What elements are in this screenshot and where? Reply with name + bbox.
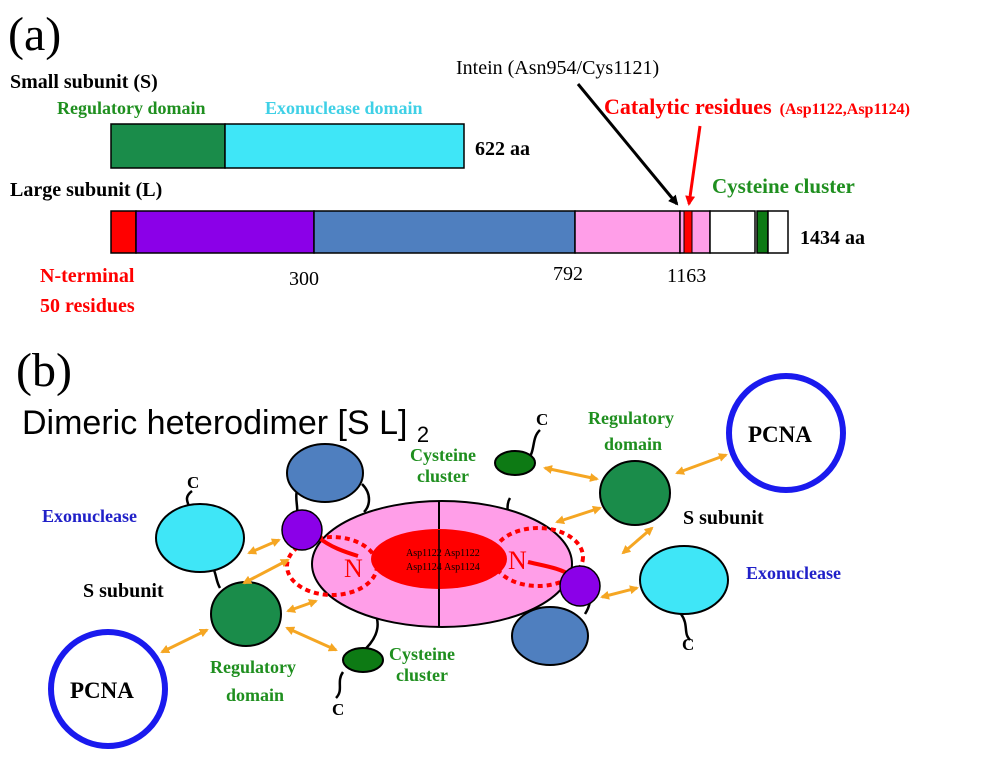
right-steel-blue-domain bbox=[511, 606, 589, 666]
intein-label: Intein (Asn954/Cys1121) bbox=[456, 57, 659, 79]
right-exonuclease-domain bbox=[639, 545, 729, 615]
left-exonuclease-domain bbox=[155, 503, 245, 573]
right-n-label: N bbox=[508, 546, 527, 575]
left-steel-blue-domain bbox=[286, 443, 364, 503]
large-end-segment bbox=[767, 210, 789, 254]
catalytic-arrow bbox=[685, 125, 702, 206]
tick-300: 300 bbox=[289, 268, 319, 290]
catalytic-residue-mark bbox=[683, 210, 693, 254]
left-cysteine-label-1: Cysteine bbox=[389, 644, 455, 664]
large-white-segment bbox=[709, 210, 756, 254]
small-exonuclease-segment bbox=[224, 123, 465, 169]
right-c-term-cys: C bbox=[536, 410, 548, 429]
cysteine-cluster-label: Cysteine cluster bbox=[712, 174, 855, 198]
left-regulatory-domain bbox=[210, 581, 282, 647]
right-regulatory-domain bbox=[599, 460, 671, 526]
left-regulatory-label-1: Regulatory bbox=[210, 657, 296, 677]
large-purple-segment bbox=[135, 210, 315, 254]
cysteine-cluster-mark bbox=[756, 210, 769, 254]
panel-b-title-main: Dimeric heterodimer [S L] bbox=[22, 404, 407, 442]
right-cysteine-label-2: cluster bbox=[417, 466, 469, 486]
panel-b-label: (b) bbox=[16, 344, 72, 397]
left-pcna-label: PCNA bbox=[70, 678, 134, 703]
large-subunit-bar bbox=[110, 210, 789, 254]
right-c-term-exo: C bbox=[682, 635, 694, 654]
right-regulatory-label-1: Regulatory bbox=[588, 408, 674, 428]
right-nterm-dashed-ring bbox=[491, 526, 585, 588]
tick-792: 792 bbox=[553, 263, 583, 285]
right-cysteine-cluster bbox=[494, 450, 536, 476]
right-regulatory-label-2: domain bbox=[604, 434, 662, 454]
panel-a-label: (a) bbox=[8, 8, 61, 61]
asp1124-left: Asp1124 bbox=[406, 562, 442, 573]
large-blue-segment bbox=[313, 210, 576, 254]
large-subunit-length: 1434 aa bbox=[800, 227, 865, 249]
tick-1163: 1163 bbox=[667, 265, 706, 287]
left-c-term-cys: C bbox=[332, 700, 344, 719]
left-nterm-tail bbox=[316, 535, 359, 558]
large-pink-segment bbox=[574, 210, 681, 254]
panel-b-title: Dimeric heterodimer [S L] 2 bbox=[22, 404, 429, 447]
right-s-subunit-label: S subunit bbox=[683, 507, 764, 529]
asp1122-right: Asp1122 bbox=[444, 548, 480, 559]
right-cysteine-label-1: Cysteine bbox=[410, 445, 476, 465]
asp1122-left: Asp1122 bbox=[406, 548, 442, 559]
small-subunit-length: 622 aa bbox=[475, 138, 530, 160]
catalytic-residues-label: Catalytic residues (Asp1122,Asp1124) bbox=[604, 94, 910, 119]
left-exonuclease-label: Exonuclease bbox=[42, 506, 137, 526]
left-cysteine-cluster bbox=[342, 647, 384, 673]
large-subunit-title: Large subunit (L) bbox=[10, 179, 162, 201]
right-exonuclease-label: Exonuclease bbox=[746, 563, 841, 583]
panel-b-title-subscript: 2 bbox=[417, 422, 429, 447]
right-pcna-ring bbox=[726, 373, 846, 493]
large-nterm-segment bbox=[110, 210, 137, 254]
right-purple-domain bbox=[559, 565, 601, 607]
left-pcna-ring bbox=[48, 629, 168, 749]
asp1124-right: Asp1124 bbox=[444, 562, 480, 573]
left-n-label: N bbox=[344, 554, 363, 583]
small-subunit-bar bbox=[110, 123, 465, 169]
nterm-label-line2: 50 residues bbox=[40, 295, 135, 317]
exonuclease-domain-label: Exonuclease domain bbox=[265, 98, 423, 118]
right-pcna-label: PCNA bbox=[748, 422, 812, 447]
nterm-label-line1: N-terminal bbox=[40, 265, 135, 287]
catalytic-residues-text: Catalytic residues bbox=[604, 94, 772, 119]
left-regulatory-label-2: domain bbox=[226, 685, 284, 705]
left-purple-domain bbox=[281, 509, 323, 551]
left-c-term-exo: C bbox=[187, 473, 199, 492]
intein-arrow bbox=[576, 83, 679, 206]
left-cysteine-label-2: cluster bbox=[396, 665, 448, 685]
small-regulatory-segment bbox=[110, 123, 226, 169]
left-s-subunit-label: S subunit bbox=[83, 580, 164, 602]
catalytic-residues-positions: (Asp1122,Asp1124) bbox=[780, 101, 910, 118]
interaction-arrows bbox=[160, 453, 728, 654]
small-subunit-title: Small subunit (S) bbox=[10, 71, 158, 93]
regulatory-domain-label: Regulatory domain bbox=[57, 98, 206, 118]
